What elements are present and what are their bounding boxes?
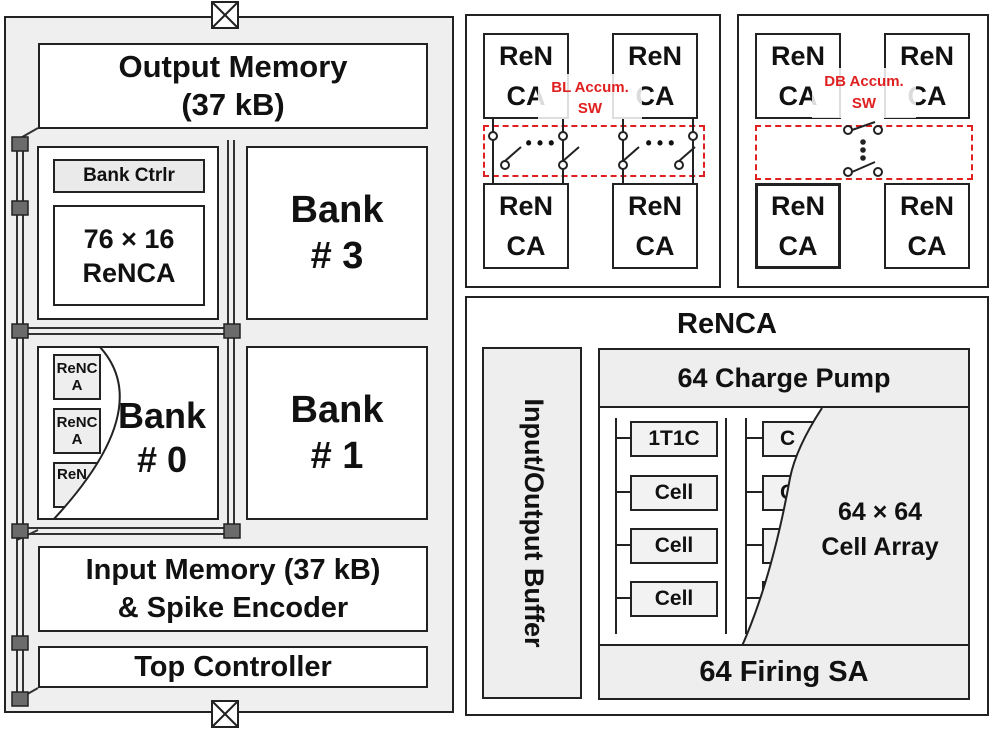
charge-pump-block: 64 Charge Pump	[600, 350, 968, 408]
renca-grid-label: ReNCA	[82, 257, 176, 288]
bank-1-label: Bank	[290, 389, 384, 431]
bank-3-label: Bank	[290, 189, 384, 231]
renca-tile-label: ReN	[899, 41, 954, 71]
bank-3-block: Bank # 3	[246, 146, 428, 320]
bl-accum-sw-label: BL Accum. SW	[538, 74, 642, 122]
renca-tile	[612, 183, 698, 269]
bank-3-number: # 3	[310, 235, 364, 277]
io-buffer-label: Input/Output Buffer	[519, 399, 549, 648]
cutaway-curve	[53, 348, 217, 518]
cell-array-label: Cell Array	[821, 533, 939, 561]
renca-tile	[884, 183, 970, 269]
output-memory-size: (37 kB)	[181, 87, 285, 122]
cell-column-wiring	[615, 418, 762, 634]
io-buffer-text: Input/Output Buffer	[519, 399, 549, 648]
bank-ctrlr-label: Bank Ctrlr	[83, 165, 175, 186]
io-pad-icon	[211, 700, 239, 728]
renca-tile-selected	[755, 183, 841, 269]
db-switch-icon	[843, 121, 883, 177]
renca-tile	[483, 183, 569, 269]
bank-ctrlr-block: Bank Ctrlr	[53, 159, 205, 193]
spike-encoder-label: & Spike Encoder	[117, 592, 349, 624]
renca-tile-label: CA	[635, 81, 675, 111]
output-memory-block: Output Memory (37 kB)	[38, 43, 428, 129]
cell: Cell	[630, 581, 718, 617]
input-memory-label: Input Memory (37 kB)	[85, 554, 381, 586]
top-controller-label: Top Controller	[134, 650, 332, 683]
bank-1-block: Bank # 1	[246, 346, 428, 520]
renca-tile-label: CA	[635, 231, 675, 261]
renca-grid-block: 76 × 16 ReNCA	[53, 205, 205, 306]
interconnect-bus	[11, 127, 241, 707]
renca-tile-label: CA	[506, 231, 546, 261]
renca-tile-label: CA	[778, 81, 818, 111]
ellipsis-dots: • • •	[645, 132, 675, 153]
io-buffer-block	[482, 347, 582, 699]
top-controller-block: Top Controller	[38, 646, 428, 688]
cell-array-cutaway	[741, 408, 968, 646]
input-memory-block: Input Memory (37 kB) & Spike Encoder	[38, 546, 428, 632]
cell-1t1c: 1T1C	[630, 421, 718, 457]
output-memory-label: Output Memory	[118, 49, 348, 84]
renca-tile-label: ReN	[899, 191, 954, 221]
io-pad-icon	[211, 1, 239, 29]
renca-tile-label: ReN	[770, 41, 825, 71]
renca-tile-label: CA	[778, 231, 818, 261]
renca-tile-label: ReN	[627, 191, 682, 221]
cell: Cell	[630, 475, 718, 511]
charge-pump-label: 64 Charge Pump	[677, 362, 891, 393]
bl-switch-region	[483, 125, 705, 177]
renca-tile-label: CA	[907, 231, 947, 261]
db-accum-sw-label: DB Accum. SW	[812, 68, 916, 118]
renca-grid-dims: 76 × 16	[83, 223, 175, 254]
ellipsis-dots: • • •	[525, 132, 555, 153]
renca-tile-label: ReN	[770, 191, 825, 221]
renca-title: ReNCA	[677, 307, 777, 340]
cell: Cell	[630, 528, 718, 564]
firing-sa-block: 64 Firing SA	[600, 644, 968, 698]
bank-0-block: ReNC A ReNC A ReN Bank # 0	[37, 346, 219, 520]
firing-sa-label: 64 Firing SA	[699, 655, 869, 688]
renca-tile-label: ReN	[627, 41, 682, 71]
renca-cell: ReNC A	[53, 354, 101, 400]
renca-tile-label: ReN	[498, 41, 553, 71]
cell-array-dims: 64 × 64	[837, 498, 923, 526]
bank-0-label: Bank	[117, 395, 207, 436]
renca-cell: ReNC A	[53, 408, 101, 454]
bl-switch-icon	[488, 119, 698, 183]
bank-1-number: # 1	[310, 435, 364, 477]
renca-core-block: 64 Charge Pump 1T1C Cell Cell Cell C	[598, 348, 970, 700]
bank-0-number: # 0	[136, 439, 188, 480]
renca-tile-label: ReN	[498, 191, 553, 221]
